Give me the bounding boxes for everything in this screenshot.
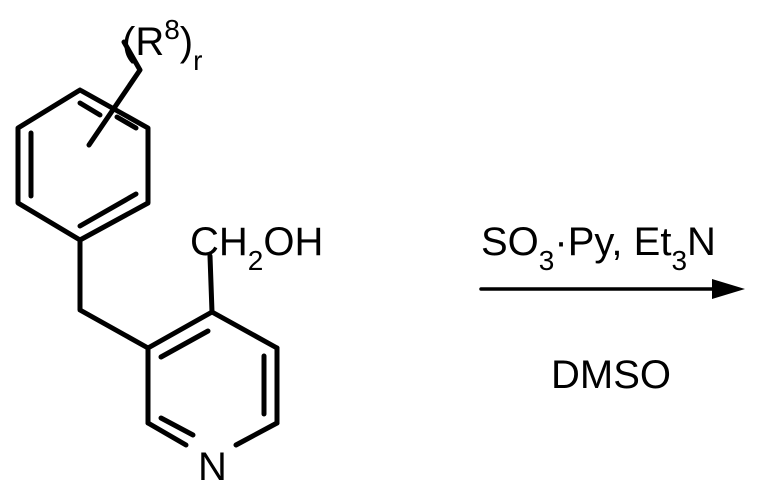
benzene-ring	[15, 87, 151, 243]
hydroxymethyl-label: CH2OH	[190, 220, 324, 276]
substituent-label: (R8)r	[122, 13, 203, 76]
solvent-label: DMSO	[551, 353, 671, 397]
reaction-arrow-head	[712, 279, 745, 299]
substituent-bond	[86, 39, 143, 148]
reagent-label: SO3·Py, Et3N	[481, 220, 716, 276]
pyridine-ring	[145, 309, 280, 448]
hydroxymethyl-bond	[207, 253, 215, 315]
pyridine-nitrogen-label: N	[198, 445, 227, 489]
methylene-bridge	[77, 237, 151, 351]
